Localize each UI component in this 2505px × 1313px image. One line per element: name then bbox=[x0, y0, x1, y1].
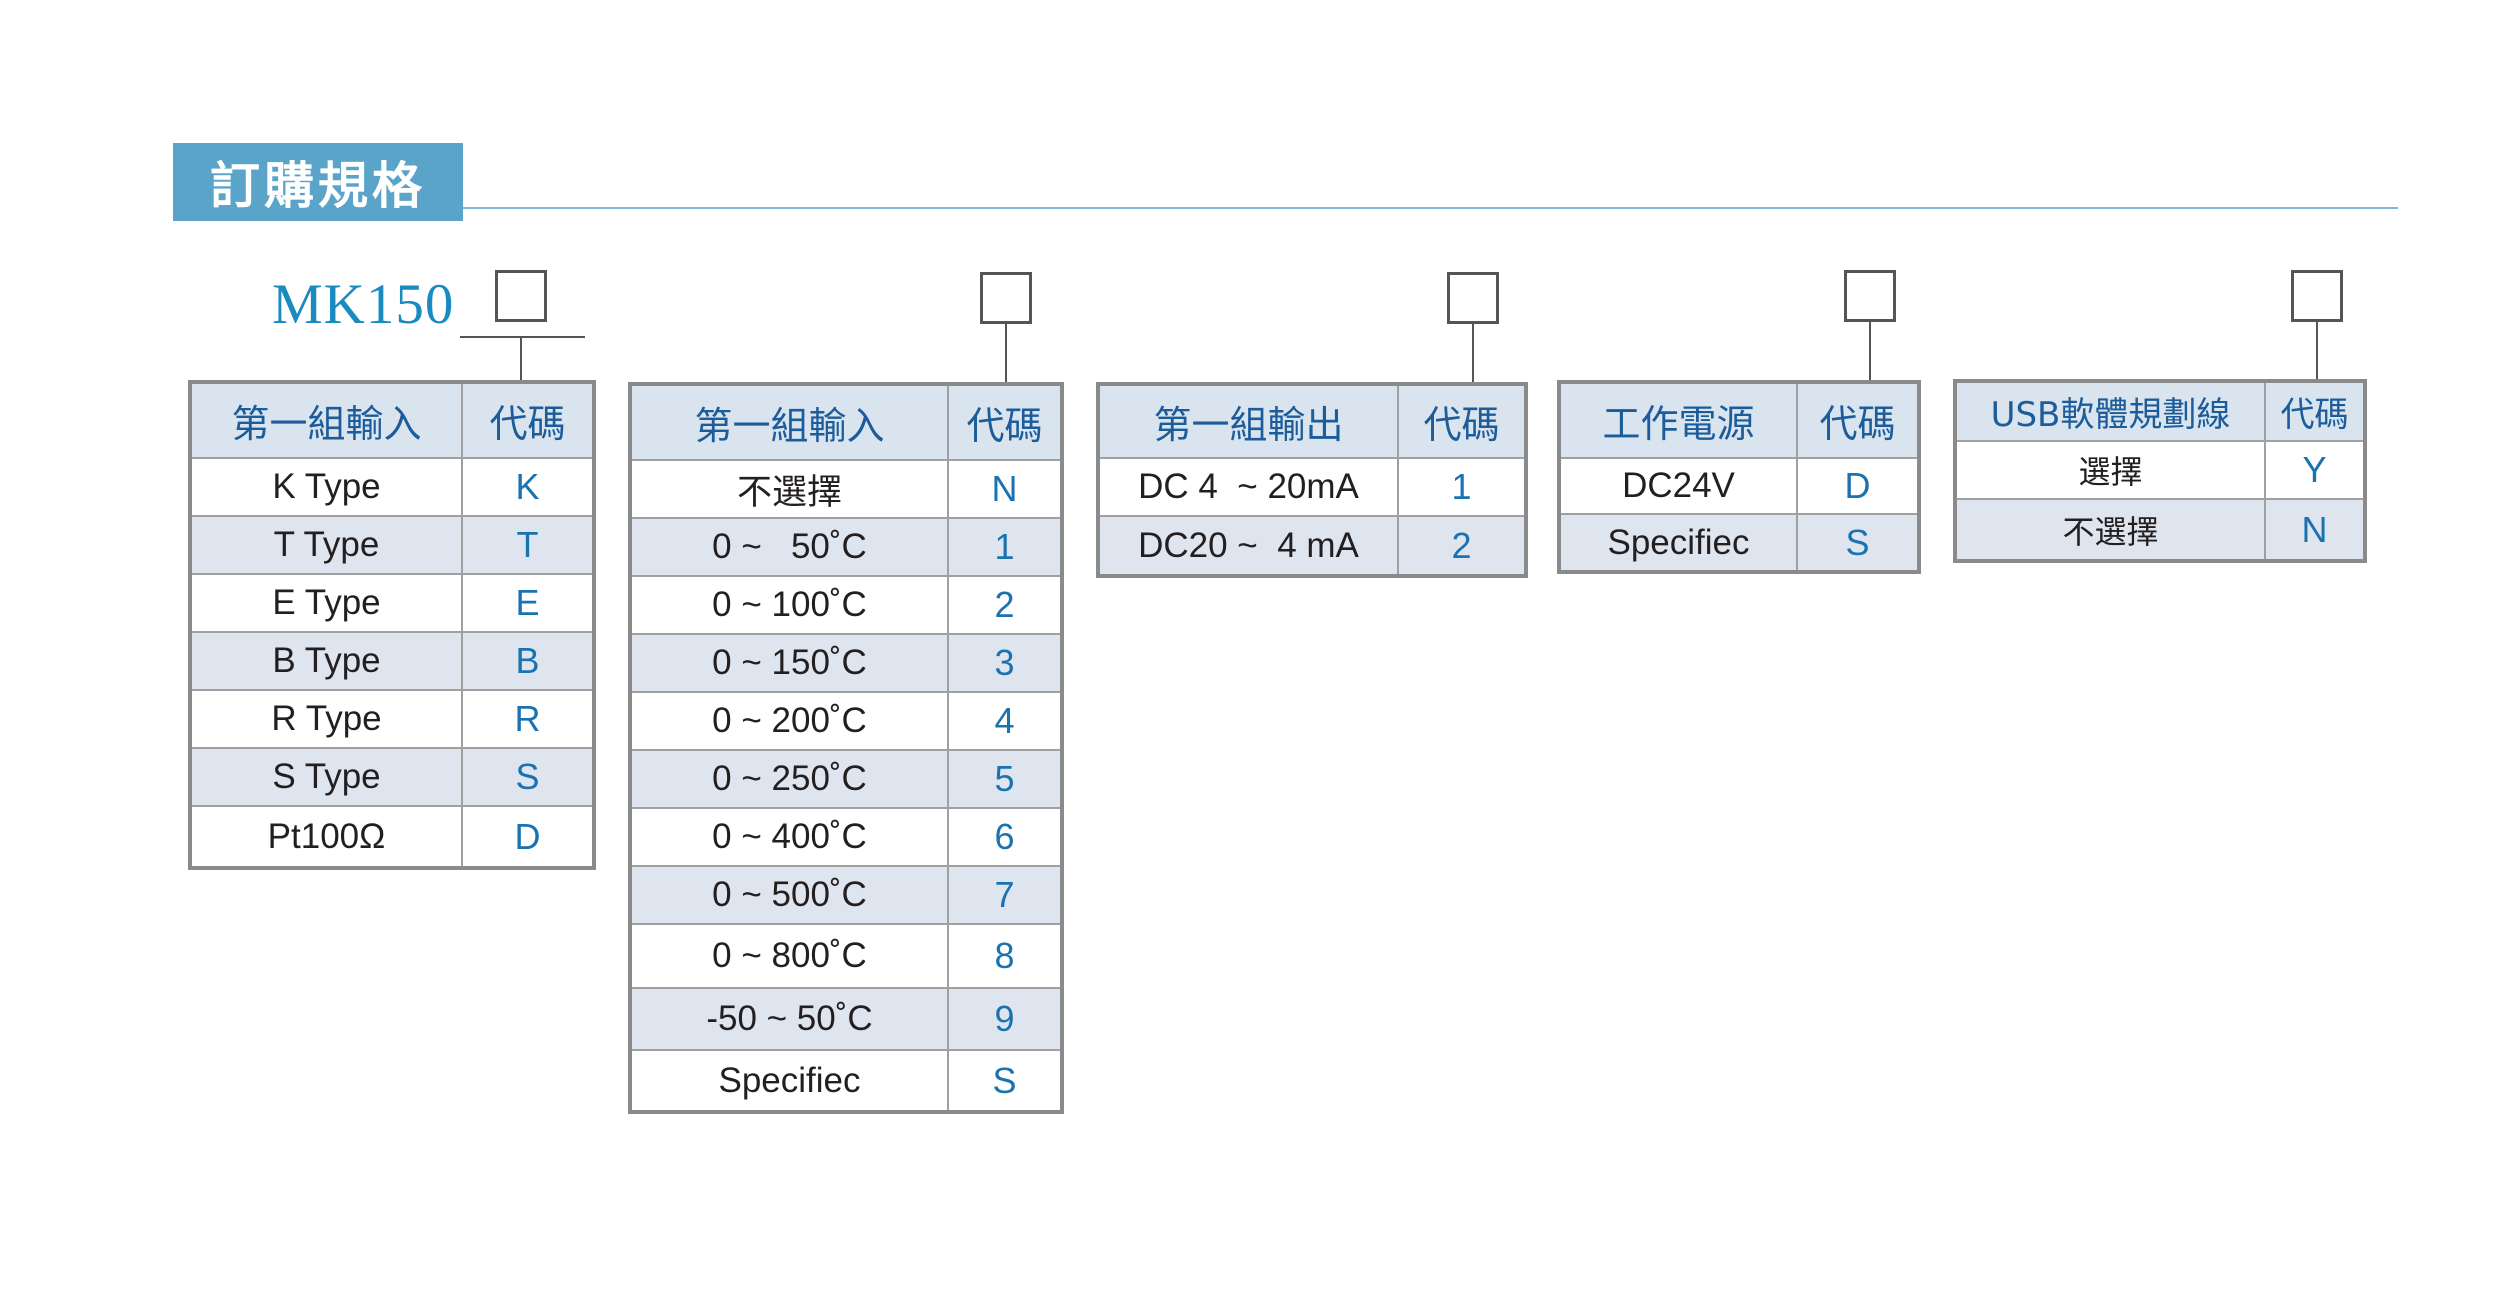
option-code: S bbox=[1796, 513, 1920, 573]
option-label: 0 ~ 150˚C bbox=[629, 633, 949, 693]
option-code: 1 bbox=[947, 517, 1063, 577]
connector-line-3 bbox=[1472, 324, 1474, 382]
option-label: -50 ~ 50˚C bbox=[629, 987, 949, 1051]
option-code: 6 bbox=[947, 807, 1063, 867]
option-label: 0 ~ 50˚C bbox=[629, 517, 949, 577]
option-code: E bbox=[461, 573, 595, 633]
option-code: 5 bbox=[947, 749, 1063, 809]
table-header-label: 第一組輸出 bbox=[1097, 383, 1399, 459]
code-box-5[interactable] bbox=[2291, 270, 2343, 322]
code-box-3[interactable] bbox=[1447, 272, 1499, 324]
option-label: 不選擇 bbox=[629, 459, 949, 519]
section-title: 訂購規格 bbox=[173, 143, 463, 221]
option-code: 1 bbox=[1397, 457, 1527, 517]
option-code: T bbox=[461, 515, 595, 575]
option-code: S bbox=[461, 747, 595, 807]
option-code: 3 bbox=[947, 633, 1063, 693]
option-label: B Type bbox=[189, 631, 463, 691]
table-header-label: 工作電源 bbox=[1558, 381, 1798, 459]
option-code: 4 bbox=[947, 691, 1063, 751]
option-label: DC24V bbox=[1558, 457, 1798, 515]
option-label: Pt100Ω bbox=[189, 805, 463, 869]
table-header-code: 代碼 bbox=[1397, 383, 1527, 459]
connector-underline-1 bbox=[460, 336, 585, 338]
table-header-code: 代碼 bbox=[2264, 380, 2366, 442]
option-label: T Type bbox=[189, 515, 463, 575]
option-code: 2 bbox=[947, 575, 1063, 635]
option-code: B bbox=[461, 631, 595, 691]
code-box-4[interactable] bbox=[1844, 270, 1896, 322]
option-label: 選擇 bbox=[1954, 440, 2266, 500]
option-label: 不選擇 bbox=[1954, 498, 2266, 562]
option-code: D bbox=[1796, 457, 1920, 515]
option-code: R bbox=[461, 689, 595, 749]
connector-line-2 bbox=[1005, 324, 1007, 384]
option-label: 0 ~ 800˚C bbox=[629, 923, 949, 989]
option-label: Specifiec bbox=[629, 1049, 949, 1113]
option-code: 2 bbox=[1397, 515, 1527, 577]
connector-line-5 bbox=[2316, 322, 2318, 380]
option-label: K Type bbox=[189, 457, 463, 517]
option-label: 0 ~ 200˚C bbox=[629, 691, 949, 751]
option-code: 9 bbox=[947, 987, 1063, 1051]
option-code: S bbox=[947, 1049, 1063, 1113]
option-code: N bbox=[2264, 498, 2366, 562]
option-label: 0 ~ 400˚C bbox=[629, 807, 949, 867]
code-box-1[interactable] bbox=[495, 270, 547, 322]
connector-line-4 bbox=[1869, 322, 1871, 380]
table-header-code: 代碼 bbox=[1796, 381, 1920, 459]
table-header-code: 代碼 bbox=[947, 383, 1063, 461]
option-code: 8 bbox=[947, 923, 1063, 989]
code-box-2[interactable] bbox=[980, 272, 1032, 324]
option-code: D bbox=[461, 805, 595, 869]
option-code: 7 bbox=[947, 865, 1063, 925]
option-label: 0 ~ 500˚C bbox=[629, 865, 949, 925]
model-number: MK150 bbox=[272, 273, 455, 336]
title-underline bbox=[463, 207, 2398, 209]
option-code: K bbox=[461, 457, 595, 517]
option-label: Specifiec bbox=[1558, 513, 1798, 573]
option-label: DC20 ~ 4 mA bbox=[1097, 515, 1399, 577]
option-code: N bbox=[947, 459, 1063, 519]
table-header-code: 代碼 bbox=[461, 381, 595, 459]
table-header-label: 第一組輸入 bbox=[189, 381, 463, 459]
option-label: DC 4 ~ 20mA bbox=[1097, 457, 1399, 517]
option-label: E Type bbox=[189, 573, 463, 633]
option-label: R Type bbox=[189, 689, 463, 749]
connector-line-1 bbox=[520, 337, 522, 382]
option-code: Y bbox=[2264, 440, 2366, 500]
option-label: 0 ~ 250˚C bbox=[629, 749, 949, 809]
option-label: 0 ~ 100˚C bbox=[629, 575, 949, 635]
option-label: S Type bbox=[189, 747, 463, 807]
table-header-label: 第一組輸入 bbox=[629, 383, 949, 461]
table-header-label: USB軟體規劃線 bbox=[1954, 380, 2266, 442]
